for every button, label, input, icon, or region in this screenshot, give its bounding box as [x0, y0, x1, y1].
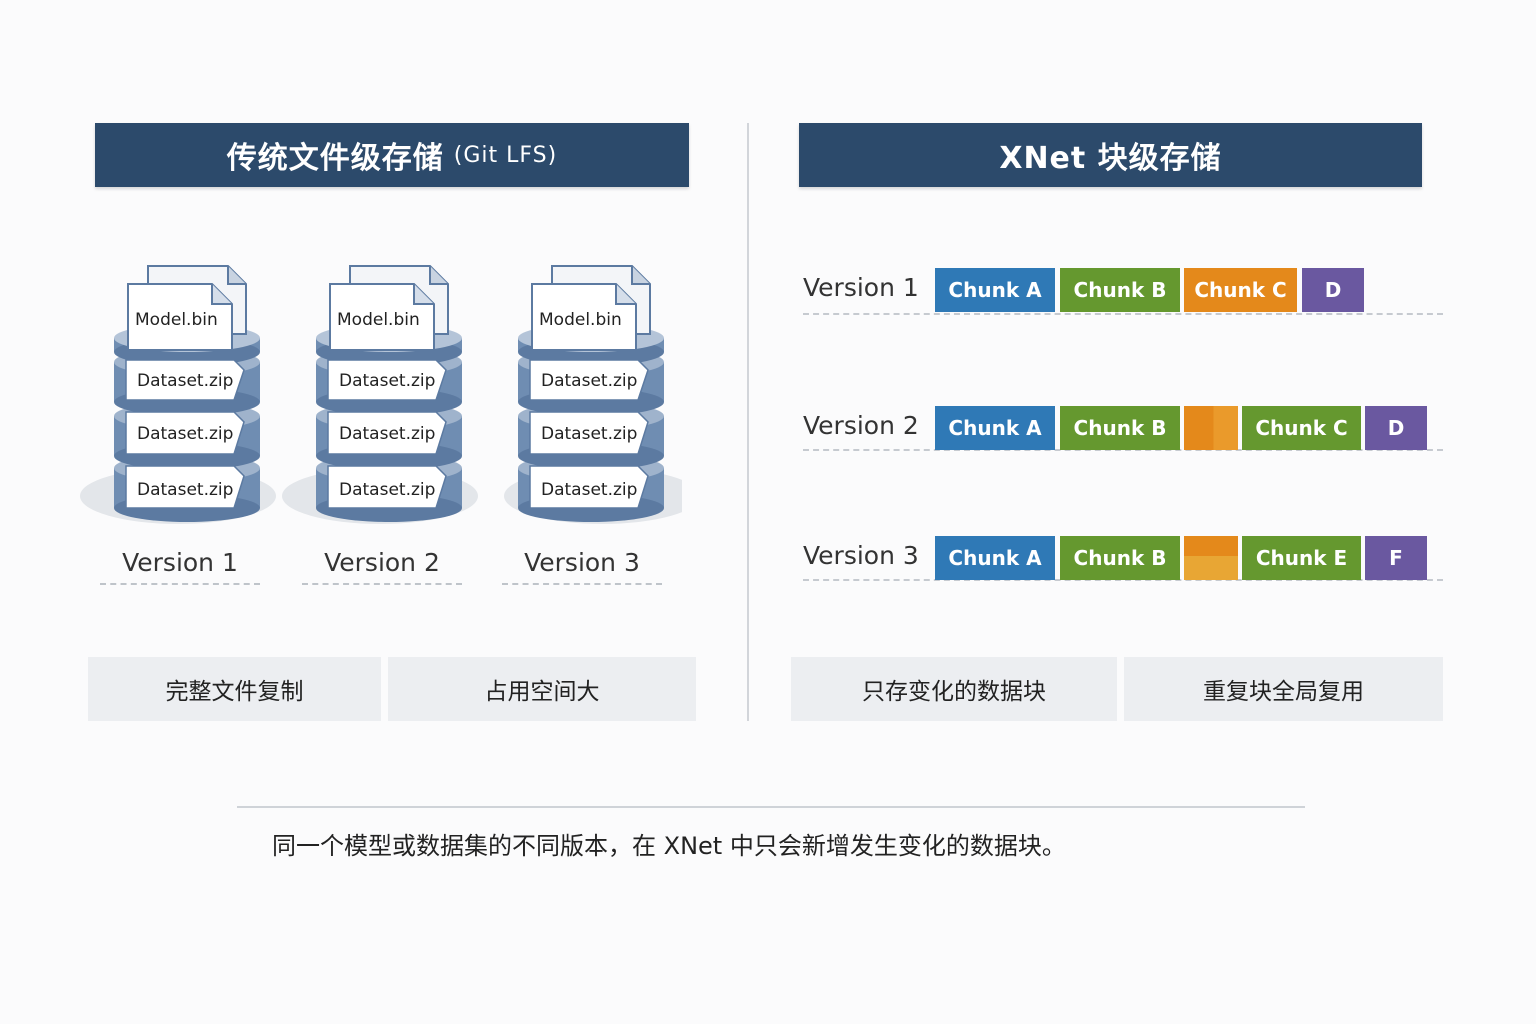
disk-stack-icon [80, 265, 276, 524]
large-space-box: 占用空间大 [388, 657, 696, 721]
dataset-file-label: Dataset.zip [339, 424, 436, 444]
changed-chunk-block [1184, 536, 1238, 580]
caption-divider [237, 806, 1305, 808]
chunk-a-block: Chunk A [935, 406, 1055, 450]
dataset-file-label: Dataset.zip [541, 480, 638, 500]
version-3-storage-stack: Model.bin Dataset.zip Dataset.zip Datase… [482, 258, 682, 538]
chunk-b-block: Chunk B [1060, 536, 1180, 580]
row-version-label: Version 2 [803, 411, 919, 440]
traditional-storage-title: 传统文件级存储 [226, 141, 444, 176]
chunk-d-block: D [1365, 406, 1427, 450]
disk-stack-icon [282, 265, 478, 524]
row-version-label: Version 1 [803, 273, 919, 302]
version-1-storage-stack: Model.bin Dataset.zip Dataset.zip Datase… [78, 258, 278, 538]
version-2-storage-stack: Model.bin Dataset.zip Dataset.zip Datase… [280, 258, 480, 538]
dataset-file-label: Dataset.zip [137, 480, 234, 500]
xnet-storage-title: XNet 块级存储 [999, 141, 1222, 176]
changed-chunk-block [1184, 406, 1238, 450]
xnet-storage-header: XNet 块级存储 [799, 123, 1422, 187]
traditional-storage-subtitle: (Git LFS) [453, 142, 558, 168]
dataset-file-label: Dataset.zip [541, 424, 638, 444]
traditional-storage-header: 传统文件级存储 (Git LFS) [95, 123, 689, 187]
chunk-d-block: D [1302, 268, 1364, 312]
dataset-file-label: Dataset.zip [137, 424, 234, 444]
version-1-chunk-row: Version 1 Chunk A Chunk B Chunk C D [803, 268, 1443, 316]
model-file-label: Model.bin [135, 310, 218, 330]
chunk-b-block: Chunk B [1060, 268, 1180, 312]
section-divider [747, 123, 749, 721]
model-file-label: Model.bin [337, 310, 420, 330]
model-file-label: Model.bin [539, 310, 622, 330]
dataset-file-label: Dataset.zip [541, 371, 638, 391]
full-file-copy-box: 完整文件复制 [88, 657, 381, 721]
chunk-e-block: Chunk E [1242, 536, 1361, 580]
disk-stack-icon [504, 265, 682, 524]
global-chunk-reuse-box: 重复块全局复用 [1124, 657, 1443, 721]
summary-caption: 同一个模型或数据集的不同版本，在 XNet 中只会新增发生变化的数据块。 [272, 832, 1066, 860]
chunk-c-block: Chunk C [1184, 268, 1297, 312]
chunk-b-block: Chunk B [1060, 406, 1180, 450]
version-3-chunk-row: Version 3 Chunk A Chunk B Chunk E F [803, 536, 1443, 584]
dataset-file-label: Dataset.zip [339, 371, 436, 391]
chunk-a-block: Chunk A [935, 536, 1055, 580]
chunk-f-block: F [1365, 536, 1427, 580]
stack-version-label: Version 3 [502, 548, 662, 585]
chunk-c-block: Chunk C [1242, 406, 1361, 450]
row-version-label: Version 3 [803, 541, 919, 570]
store-changed-chunks-box: 只存变化的数据块 [791, 657, 1117, 721]
version-2-chunk-row: Version 2 Chunk A Chunk B Chunk C D [803, 406, 1443, 454]
dataset-file-label: Dataset.zip [137, 371, 234, 391]
chunk-a-block: Chunk A [935, 268, 1055, 312]
stack-version-label: Version 1 [100, 548, 260, 585]
stack-version-label: Version 2 [302, 548, 462, 585]
dataset-file-label: Dataset.zip [339, 480, 436, 500]
